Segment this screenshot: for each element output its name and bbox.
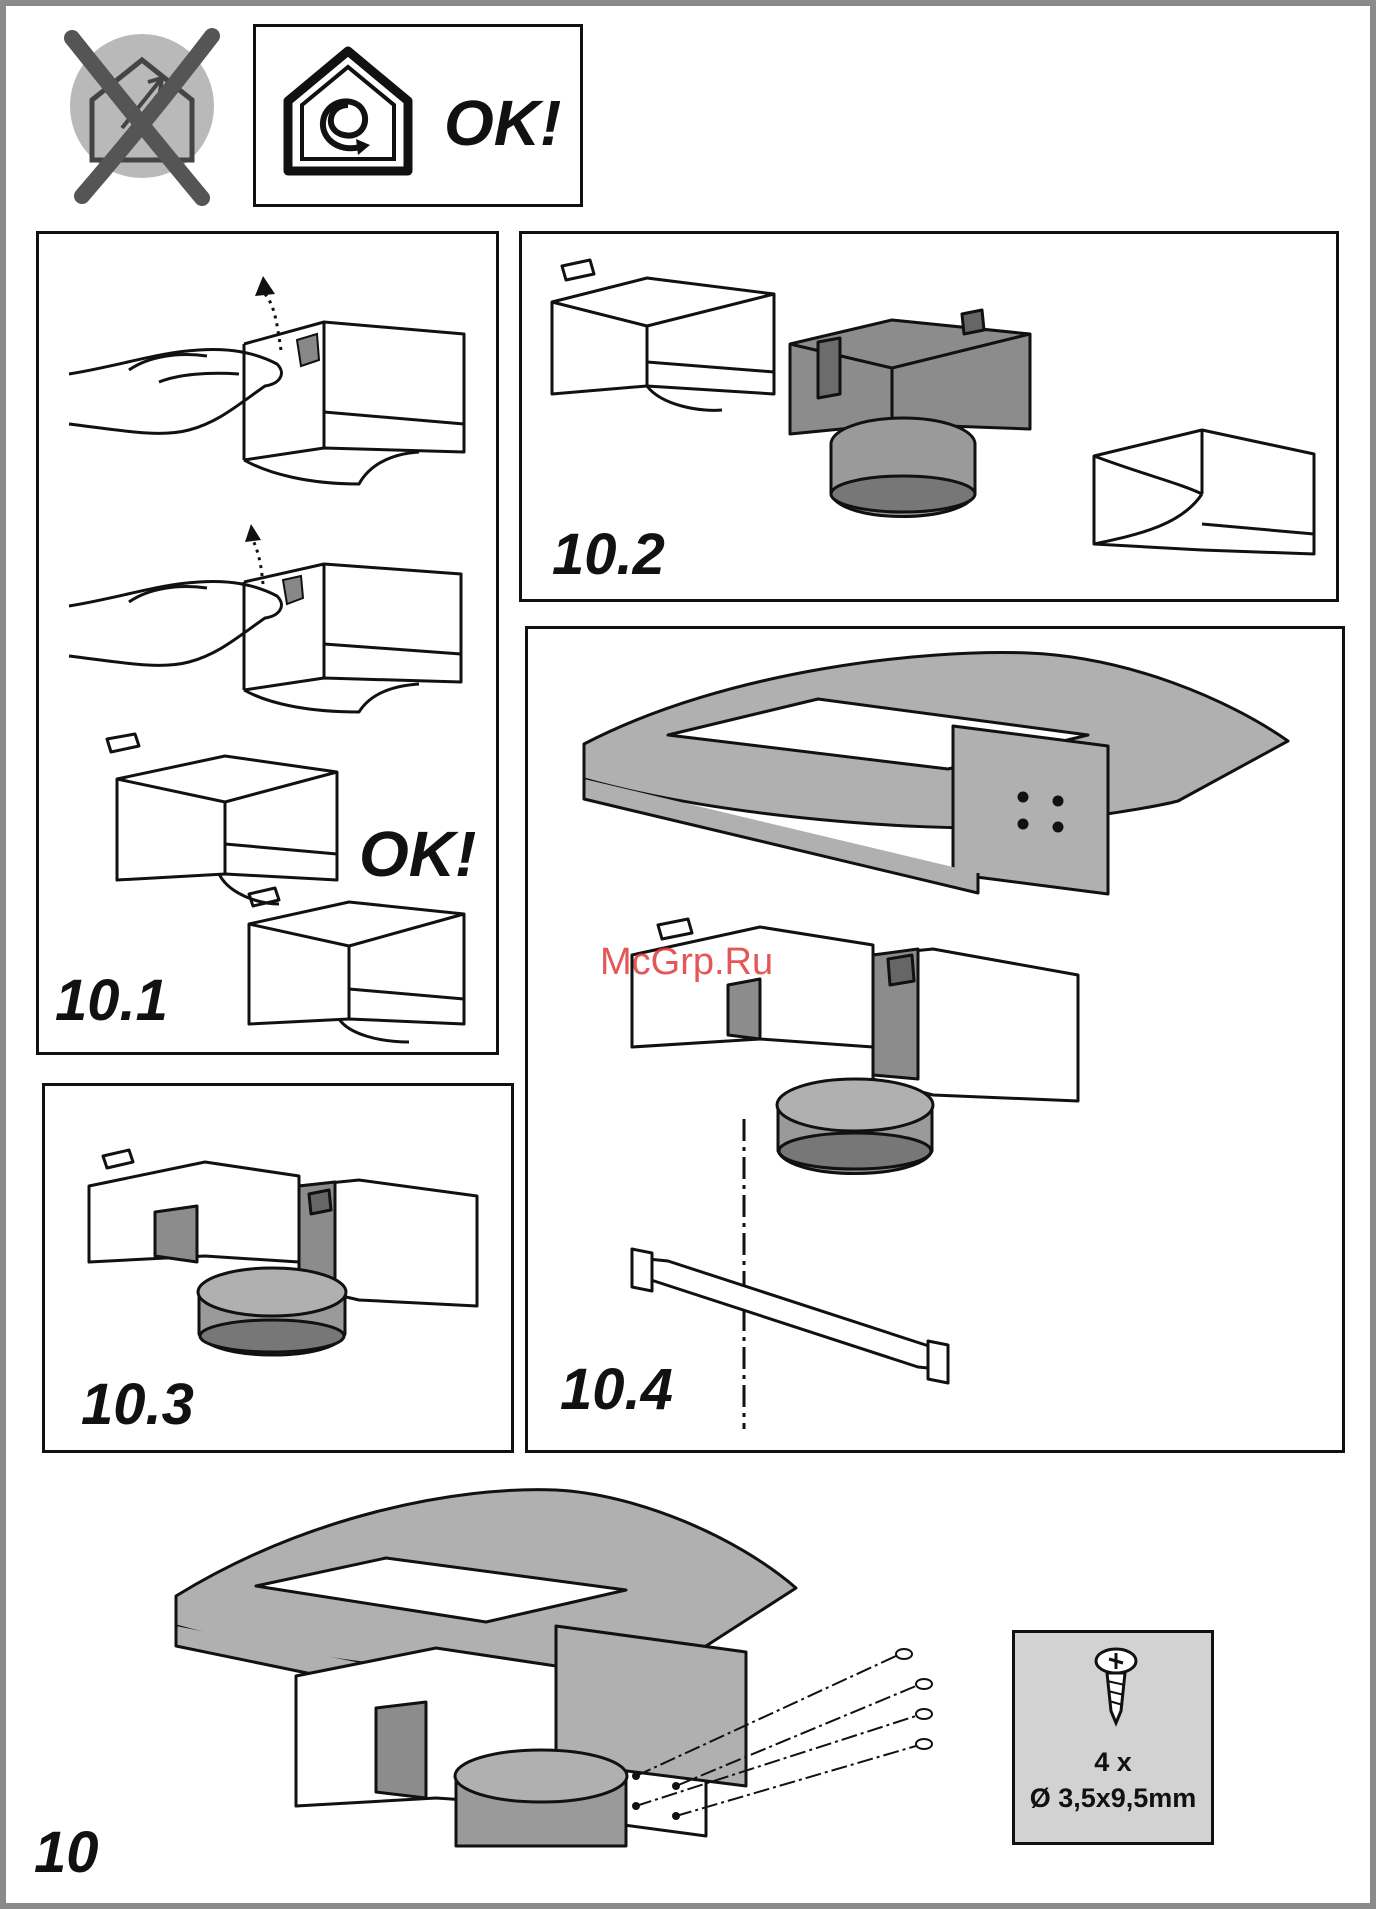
screw-size: Ø 3,5x9,5mm: [1015, 1783, 1211, 1814]
duct-section: [117, 756, 337, 880]
screw-icon: [1091, 1647, 1141, 1727]
no-external-vent-icon: [62, 28, 232, 208]
screw-icon: [896, 1649, 932, 1749]
duct-section: [552, 278, 774, 394]
ok-label: OK!: [359, 822, 476, 886]
watermark: McGrp.Ru: [600, 941, 773, 984]
step-label: 10.2: [552, 526, 665, 584]
duct-section: [244, 564, 461, 690]
step-10-assembly: [156, 1476, 956, 1856]
step-10-2-panel: 10.2: [519, 231, 1339, 602]
hand-illustration: [69, 350, 281, 434]
step-label: 10.3: [81, 1376, 194, 1434]
recirculation-house-icon: [278, 41, 418, 191]
screw-spec-box: 4 x Ø 3,5x9,5mm: [1012, 1630, 1214, 1845]
step-label: 10: [34, 1824, 99, 1882]
step-label: 10.4: [560, 1361, 673, 1419]
step-10-1-panel: OK! 10.1: [36, 231, 499, 1055]
instruction-page: OK!: [6, 6, 1370, 1903]
step-10-4-panel: McGrp.Ru 10.4: [525, 626, 1345, 1453]
duct-section: [244, 322, 464, 460]
screw-count: 4 x: [1015, 1747, 1211, 1778]
step-10-3-panel: 10.3: [42, 1083, 514, 1453]
ok-label: OK!: [444, 91, 561, 155]
duct-section: [249, 902, 464, 1024]
recirculation-ok-box: OK!: [253, 24, 583, 207]
step-label: 10.1: [55, 972, 168, 1030]
adapter-part: [790, 310, 1030, 517]
bracket-part: [632, 1249, 948, 1383]
